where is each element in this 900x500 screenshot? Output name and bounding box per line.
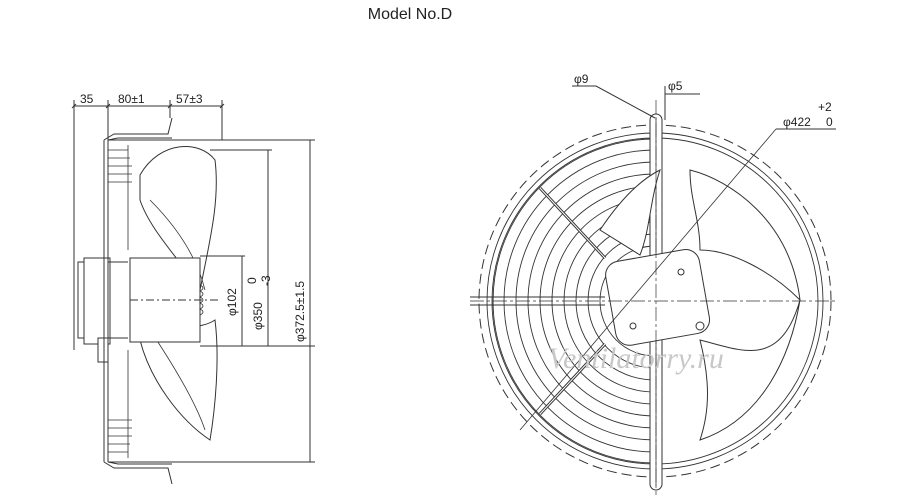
dim-phi350-tol-lower: -3 [259, 275, 273, 286]
dim-80: 80±1 [118, 92, 145, 106]
dim-57: 57±3 [176, 92, 203, 106]
dim-phi422-tol-upper: +2 [818, 100, 832, 114]
dim-phi350-tol-upper: 0 [245, 277, 259, 284]
dim-35: 35 [80, 92, 94, 106]
front-view [470, 85, 836, 495]
side-view [71, 100, 315, 485]
dim-phi102: φ102 [225, 288, 239, 316]
dim-phi422-tol-lower: 0 [826, 115, 833, 129]
dim-phi9: φ9 [574, 72, 589, 86]
watermark: Ventilatorry.ru [548, 342, 724, 375]
drawing-title: Model No.D [367, 6, 453, 23]
dim-phi422: φ422 [783, 115, 811, 129]
dim-phi5: φ5 [668, 79, 683, 93]
motor-hub [605, 249, 711, 346]
dim-phi350: φ350 [251, 302, 265, 330]
dim-phi372: φ372.5±1.5 [293, 281, 307, 342]
